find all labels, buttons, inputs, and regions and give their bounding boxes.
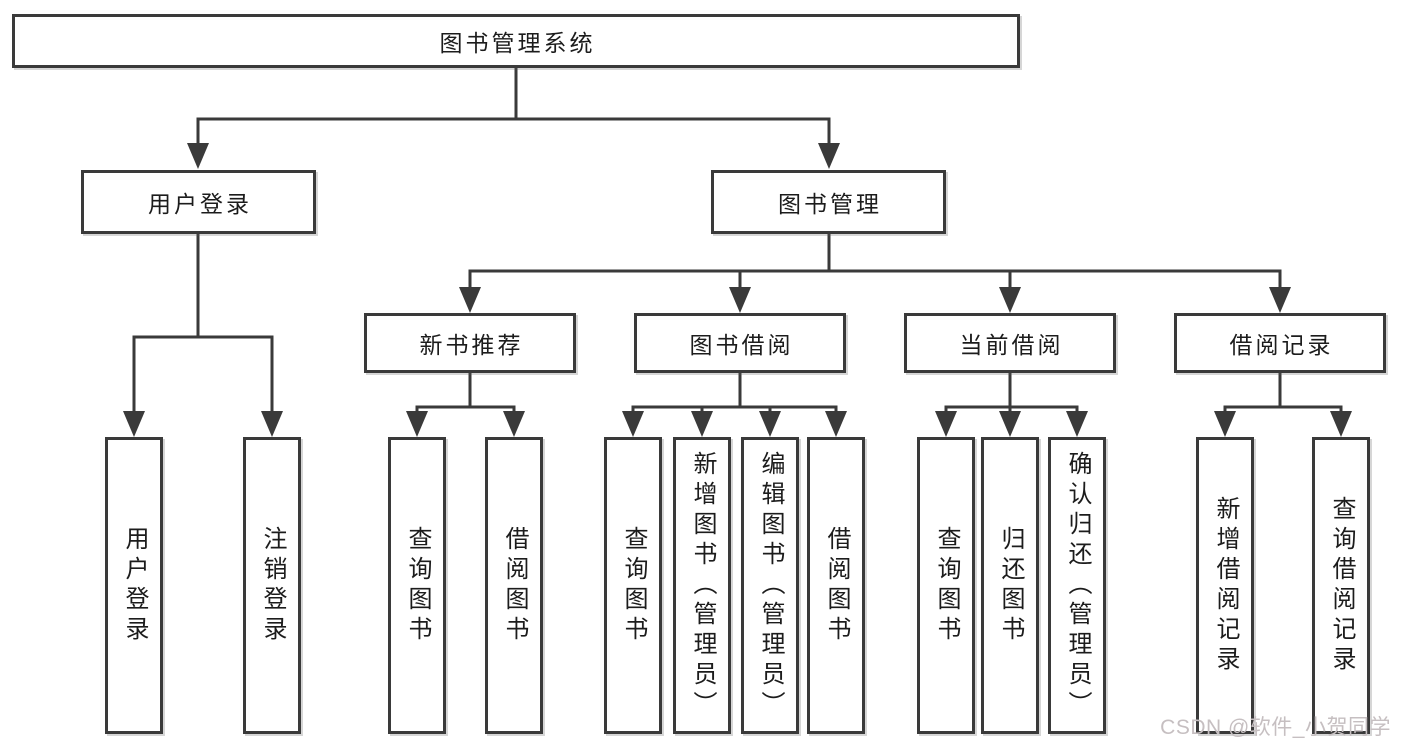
node-book-borrowing: 图书借阅 — [634, 313, 846, 373]
leaf-borrow-add-books-admin: 新增图书（管理员） — [673, 437, 731, 734]
leaf-current-return-books: 归还图书 — [981, 437, 1039, 734]
node-borrowing-records: 借阅记录 — [1174, 313, 1386, 373]
leaf-newrec-borrow-books: 借阅图书 — [485, 437, 543, 734]
leaf-borrow-borrow-books: 借阅图书 — [807, 437, 865, 734]
node-current-borrowing: 当前借阅 — [904, 313, 1116, 373]
leaf-borrow-edit-books-admin: 编辑图书（管理员） — [741, 437, 799, 734]
node-user-login: 用户登录 — [81, 170, 316, 234]
leaf-current-confirm-return-admin: 确认归还（管理员） — [1048, 437, 1106, 734]
leaf-logout: 注销登录 — [243, 437, 301, 734]
leaf-borrow-query-books: 查询图书 — [604, 437, 662, 734]
leaf-user-login: 用户登录 — [105, 437, 163, 734]
node-new-book-recommend: 新书推荐 — [364, 313, 576, 373]
leaf-current-query-books: 查询图书 — [917, 437, 975, 734]
leaf-records-add-record: 新增借阅记录 — [1196, 437, 1254, 734]
node-library-system: 图书管理系统 — [12, 14, 1020, 68]
watermark: CSDN @软件_小贺同学 — [1160, 716, 1391, 739]
leaf-newrec-query-books: 查询图书 — [388, 437, 446, 734]
leaf-records-query-record: 查询借阅记录 — [1312, 437, 1370, 734]
node-book-management: 图书管理 — [711, 170, 946, 234]
